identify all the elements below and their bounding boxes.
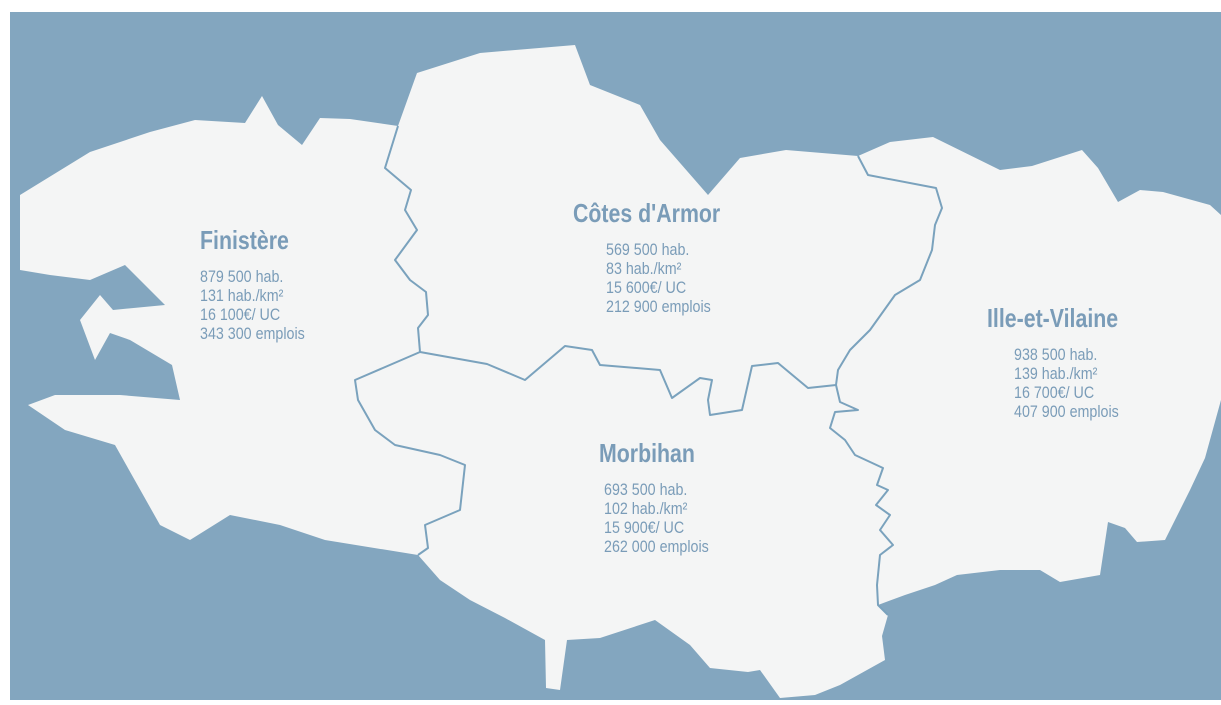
region-morbihan <box>355 346 893 698</box>
stat-jobs: 262 000 emplois <box>604 537 709 556</box>
dept-stats-finistere: 879 500 hab. 131 hab./km² 16 100€/ UC 34… <box>200 267 305 343</box>
region-ille-et-vilaine <box>830 137 1221 605</box>
dept-ille-et-vilaine: Ille-et-Vilaine 938 500 hab. 139 hab./km… <box>987 303 1147 421</box>
stat-jobs: 212 900 emplois <box>606 297 711 316</box>
dept-stats-cotes-darmor: 569 500 hab. 83 hab./km² 15 600€/ UC 212… <box>606 240 729 316</box>
stat-density: 139 hab./km² <box>1014 364 1098 383</box>
stat-density: 131 hab./km² <box>200 286 284 305</box>
border-cotes-darmor-ille-et-vilaine <box>835 155 943 386</box>
dept-morbihan: Morbihan 693 500 hab. 102 hab./km² 15 90… <box>599 438 729 556</box>
dept-name-cotes-darmor: Côtes d'Armor <box>573 198 721 228</box>
border-finistere-morbihan <box>354 351 466 556</box>
stat-population: 569 500 hab. <box>606 240 690 259</box>
dept-cotes-darmor: Côtes d'Armor 569 500 hab. 83 hab./km² 1… <box>573 198 753 316</box>
dept-stats-ille-et-vilaine: 938 500 hab. 139 hab./km² 16 700€/ UC 40… <box>1014 345 1126 421</box>
dept-finistere: Finistère 879 500 hab. 131 hab./km² 16 1… <box>200 225 325 343</box>
border-cotes-darmor-morbihan <box>419 345 837 416</box>
dept-name-finistere: Finistère <box>200 225 289 255</box>
stat-income: 16 100€/ UC <box>200 305 281 324</box>
border-finistere-cotes-darmor <box>384 125 429 353</box>
stat-population: 879 500 hab. <box>200 267 284 286</box>
stat-jobs: 407 900 emplois <box>1014 402 1119 421</box>
dept-name-ille-et-vilaine: Ille-et-Vilaine <box>987 303 1119 333</box>
dept-name-morbihan: Morbihan <box>599 438 695 468</box>
stat-density: 83 hab./km² <box>606 259 682 278</box>
stat-income: 16 700€/ UC <box>1014 383 1095 402</box>
dept-stats-morbihan: 693 500 hab. 102 hab./km² 15 900€/ UC 26… <box>604 480 709 556</box>
region-cotes-darmor <box>385 45 942 415</box>
stat-income: 15 900€/ UC <box>604 518 685 537</box>
stat-population: 938 500 hab. <box>1014 345 1098 364</box>
stat-density: 102 hab./km² <box>604 499 688 518</box>
stat-population: 693 500 hab. <box>604 480 688 499</box>
stat-income: 15 600€/ UC <box>606 278 687 297</box>
region-finistere <box>20 96 465 555</box>
border-morbihan-ille-et-vilaine <box>829 384 894 616</box>
stat-jobs: 343 300 emplois <box>200 324 305 343</box>
